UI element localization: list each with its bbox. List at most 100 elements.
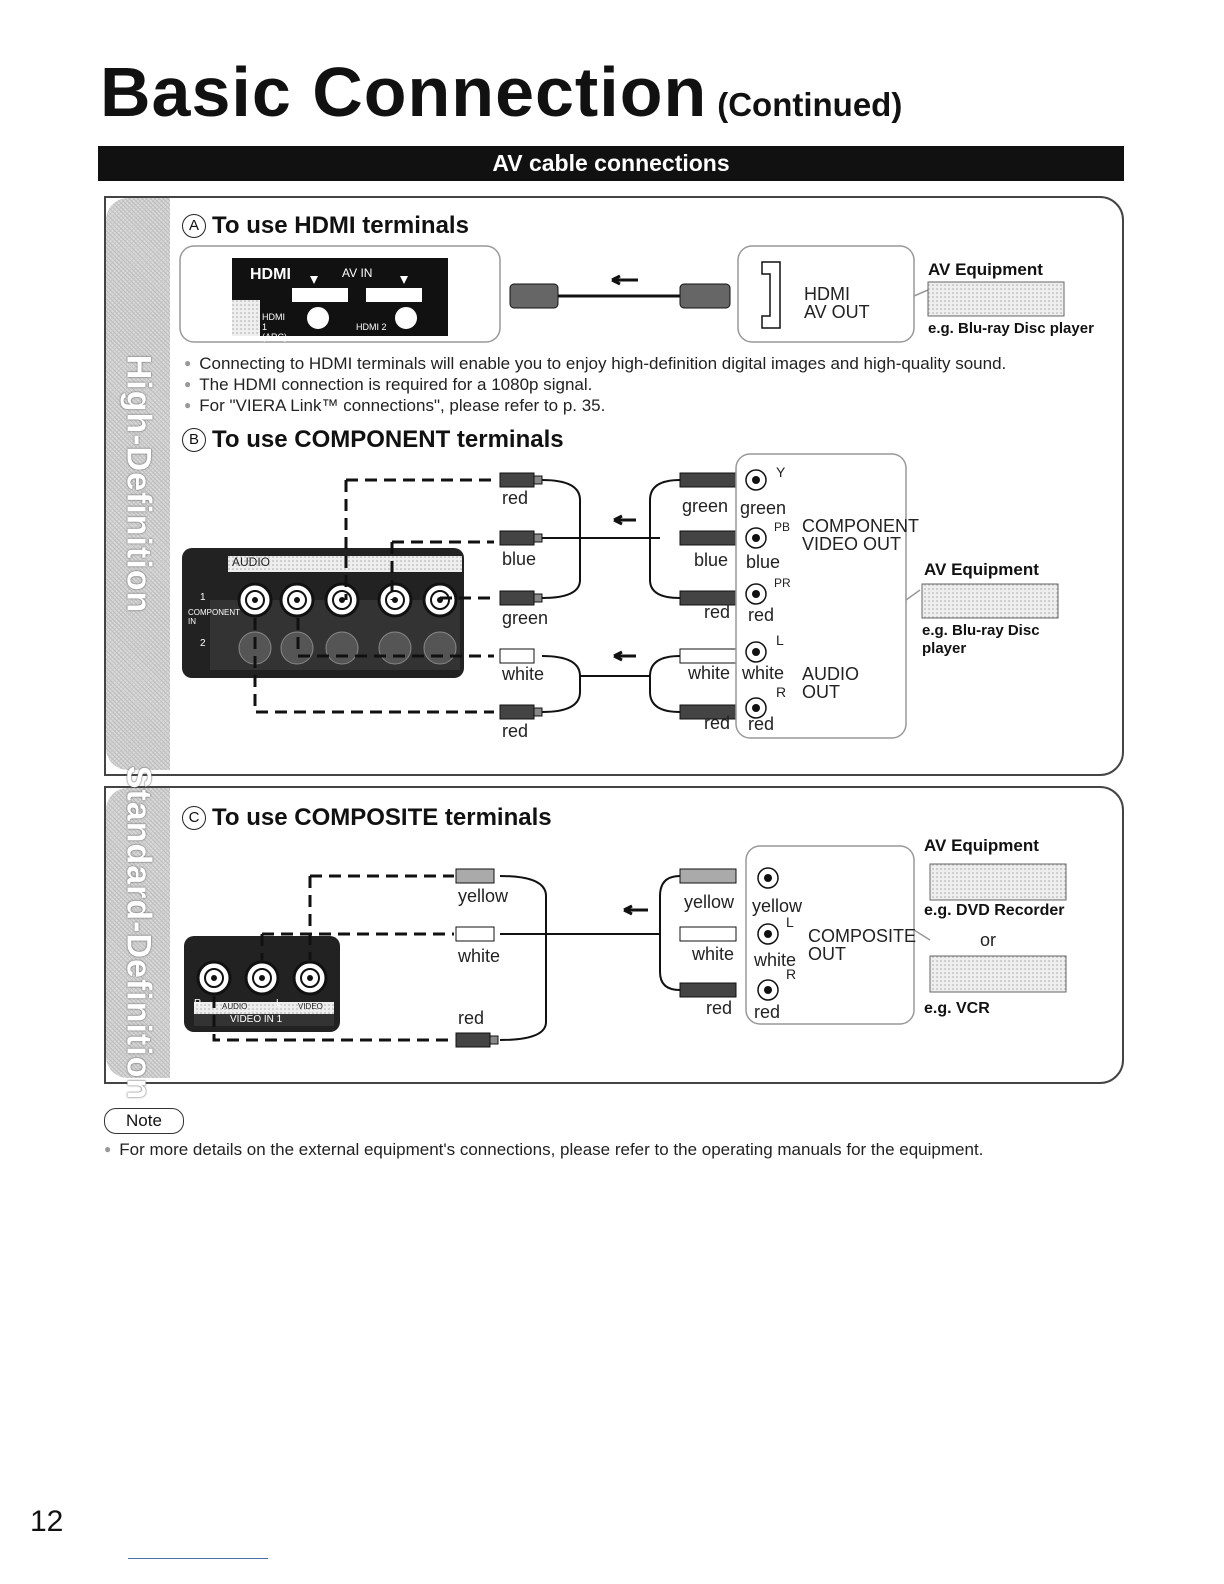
dash-white-comp (260, 932, 454, 960)
composite-tv-label: VIDEO (298, 1002, 323, 1011)
jack-letter: PR (774, 576, 791, 590)
dash-blue (390, 540, 494, 600)
bullet-item: Connecting to HDMI terminals will enable… (184, 353, 1006, 374)
component-equipment-image (921, 583, 1059, 619)
comp-plug-left-red2 (499, 704, 543, 720)
cable-right-label: blue (694, 550, 729, 570)
cable-left-label: red (502, 721, 529, 741)
device-jack-label: white (742, 663, 785, 683)
comp-tv-in2: 2 (200, 638, 206, 649)
sd-side-strip: Standard-Definition (106, 766, 170, 1100)
bullet-item: The HDMI connection is required for a 10… (184, 374, 1006, 395)
dash-white (296, 618, 494, 658)
comp-tv-in-label: COMPONENT IN (188, 608, 240, 626)
dash-yellow (308, 874, 454, 960)
hdmi-port2-pointer (393, 305, 419, 331)
dash-red-top (344, 478, 494, 600)
device-jack-label: blue (746, 552, 781, 572)
cable-right-label: red (704, 602, 731, 622)
hdmi-tv-av-in: AV IN (342, 266, 373, 280)
jack-letter: R (776, 684, 787, 700)
dvd-recorder-image (929, 863, 1067, 901)
cable-left-label: red (502, 488, 529, 508)
jack-letter: Y (776, 464, 786, 480)
cable-left-label: green (502, 608, 549, 628)
audio-out-line1: AUDIO (802, 664, 860, 684)
comp-red-plug-left (455, 1032, 499, 1048)
composite-heading-text: To use COMPOSITE terminals (212, 804, 552, 831)
marker-a: A (182, 214, 206, 238)
composite-out-line2: OUT (808, 944, 846, 964)
page-number: 12 (30, 1505, 64, 1538)
composite-arrow (623, 904, 648, 916)
composite-example1: e.g. DVD Recorder (924, 902, 1065, 919)
bullet-item: For "VIERA Link™ connections", please re… (184, 395, 1006, 416)
comp-arrow-video (613, 514, 636, 526)
hdmi-tv-logo: HDMI (250, 266, 291, 283)
composite-tv-label: AUDIO (222, 1002, 248, 1011)
cable-right-label: red (704, 713, 731, 733)
hdmi-equipment-label: AV Equipment (928, 260, 1043, 279)
component-equipment-example1: e.g. Blu-ray Disc (922, 622, 1040, 639)
cable-right-label: green (682, 496, 729, 516)
comp-plug-left-green (499, 590, 543, 606)
comp-jack-letter: R (786, 966, 797, 982)
comp-plug-left-red (499, 472, 543, 488)
component-equipment-label: AV Equipment (924, 560, 1039, 579)
page-title-suffix: (Continued) (717, 86, 903, 123)
comp-device-jack-label: yellow (752, 896, 803, 916)
cable-right-label: white (688, 663, 731, 683)
video-out-line2: VIDEO OUT (802, 534, 902, 554)
composite-tv-label: L (276, 998, 282, 1009)
video-out-line1: COMPONENT (802, 516, 919, 536)
marker-c: C (182, 806, 206, 830)
dash-red-bottom (253, 618, 494, 714)
section-bar: AV cable connections (98, 146, 1124, 181)
composite-tv-video-in: VIDEO IN 1 (230, 1014, 283, 1025)
device-jack-label: green (740, 498, 787, 518)
comp-device-jack-label: white (754, 950, 797, 970)
comp-device-jack-label: red (754, 1002, 781, 1022)
jack-letter: L (776, 632, 784, 648)
hdmi-port1-pointer (305, 305, 331, 331)
comp-plug-left-white (499, 648, 535, 664)
comp-tv-audio: AUDIO (232, 555, 271, 569)
comp-tv-in1: 1 (200, 592, 206, 603)
hdmi-plug-left (509, 283, 559, 309)
cable-left-label: blue (502, 549, 537, 569)
device-jack-label: red (748, 714, 775, 734)
hdmi-equipment-example: e.g. Blu-ray Disc player (928, 320, 1094, 337)
hdmi-equipment-image (927, 281, 1065, 317)
comp-white-plug-left (455, 926, 495, 942)
hdmi-out-line2: AV OUT (804, 302, 870, 322)
component-equipment-example2: player (922, 640, 967, 657)
hd-side-strip: High-Definition (106, 198, 170, 770)
note-text: For more details on the external equipme… (104, 1140, 983, 1160)
cable-left-label: white (502, 664, 545, 684)
comp-jack-letter: L (786, 914, 794, 930)
hdmi-plug-right (679, 283, 731, 309)
composite-tv-label: R (194, 998, 202, 1009)
dash-red-comp (212, 996, 454, 1042)
vcr-image (929, 955, 1067, 993)
hdmi-port1-label: HDMI 1 (ARC) (262, 312, 287, 342)
jack-letter: PB (774, 520, 791, 534)
component-heading-text: To use COMPONENT terminals (212, 426, 564, 453)
footer-rule (128, 1558, 268, 1559)
composite-or: or (980, 930, 997, 950)
hdmi-bullets: Connecting to HDMI terminals will enable… (184, 353, 1006, 416)
comp-cable-right-label: white (692, 944, 735, 964)
hdmi-heading-text: To use HDMI terminals (212, 212, 469, 239)
hdmi-arrow (611, 274, 638, 286)
audio-out-line2: OUT (802, 682, 840, 702)
composite-equipment-label: AV Equipment (924, 836, 1039, 855)
comp-cable-left-label: white (458, 946, 501, 966)
page-title-main: Basic Connection (100, 53, 708, 131)
component-device-box (735, 453, 907, 739)
hdmi-device-box (737, 245, 915, 343)
hdmi-out-line1: HDMI (804, 284, 850, 304)
note-tag: Note (104, 1108, 184, 1134)
